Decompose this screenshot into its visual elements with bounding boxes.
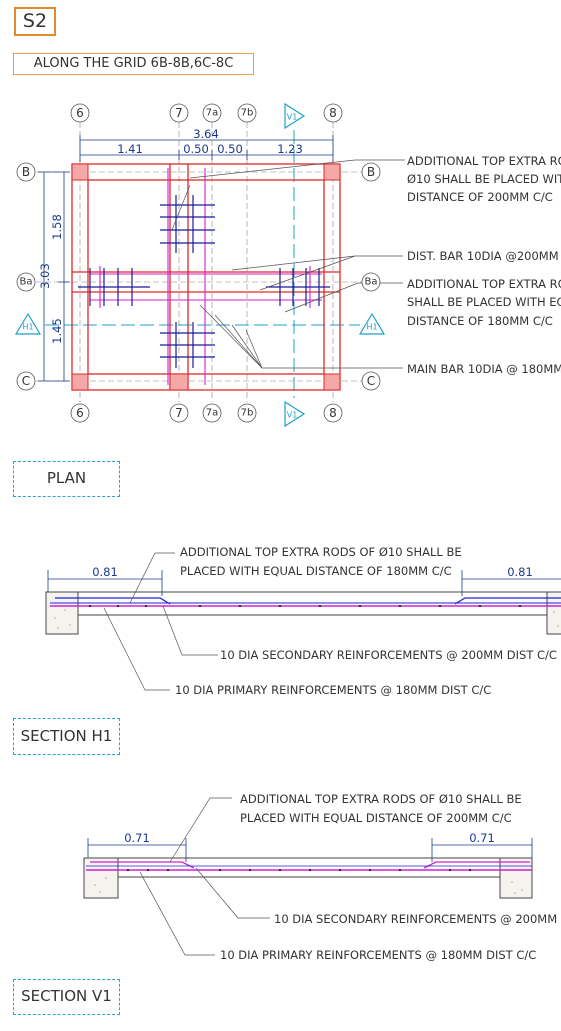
dim-height-segment-2: 1.45 — [50, 318, 64, 344]
v1-dim-right: 0.71 — [469, 831, 495, 845]
grid-bubble-right-Ba: Ba — [365, 277, 378, 288]
v1-note-top-2: PLACED WITH EQUAL DISTANCE OF 200MM C/C — [240, 811, 512, 825]
section-h1-title-tag: SECTION H1 — [13, 718, 120, 755]
plan-note-2: Ø10 SHALL BE PLACED WITH — [407, 172, 561, 186]
h1-note-primary: 10 DIA PRIMARY REINFORCEMENTS @ 180MM DI… — [175, 683, 491, 697]
grid-bubble-top-7a: 7a — [206, 108, 219, 119]
slab-mark-tag: S2 — [14, 7, 56, 36]
section-h1-label-left: H1 — [22, 323, 33, 332]
section-h1-marker-left-icon — [14, 312, 42, 335]
section-v1-marker-top-icon — [284, 102, 306, 130]
grid-bubble-right-B: B — [367, 165, 375, 179]
grid-bubble-top-7b: 7b — [241, 108, 254, 119]
h1-note-top-2: PLACED WITH EQUAL DISTANCE OF 180MM C/C — [180, 564, 452, 578]
v1-note-top-1: ADDITIONAL TOP EXTRA RODS OF Ø10 SHALL B… — [240, 792, 522, 806]
grid-bubble-top-8: 8 — [329, 106, 337, 120]
grid-bubble-left-Ba: Ba — [20, 277, 33, 288]
grid-bubble-right-C: C — [367, 374, 375, 388]
plan-drawing: 3.64 1.41 0.50 0.50 1.23 3.03 1.58 1.45 … — [14, 102, 561, 428]
plan-note-8: MAIN BAR 10DIA @ 180MM — [407, 362, 561, 376]
dim-height-segment-1: 1.58 — [50, 214, 64, 240]
dim-segment-4: 1.23 — [277, 142, 303, 156]
dim-segment-3: 0.50 — [217, 142, 243, 156]
v1-note-secondary: 10 DIA SECONDARY REINFORCEMENTS @ 200MM … — [274, 912, 561, 926]
dim-segment-2: 0.50 — [183, 142, 209, 156]
v1-note-primary: 10 DIA PRIMARY REINFORCEMENTS @ 180MM DI… — [220, 948, 536, 962]
grid-bubble-bottom-8: 8 — [329, 406, 337, 420]
dim-overall-width: 3.64 — [193, 127, 219, 141]
section-v1-marker-bottom-icon — [284, 400, 306, 428]
grid-bubble-bottom-7a: 7a — [206, 408, 219, 419]
grid-bubble-bottom-7b: 7b — [241, 408, 254, 419]
h1-dim-left: 0.81 — [92, 565, 118, 579]
plan-note-3: DISTANCE OF 200MM C/C — [407, 190, 553, 204]
h1-dim-right: 0.81 — [507, 565, 533, 579]
v1-dim-left: 0.71 — [124, 831, 150, 845]
section-h1-label-right: H1 — [366, 323, 377, 332]
plan-note-1: ADDITIONAL TOP EXTRA RODS — [407, 154, 561, 168]
section-v1-label-top: V1 — [287, 113, 298, 122]
grid-location-tag: ALONG THE GRID 6B-8B,6C-8C — [13, 53, 254, 75]
plan-note-6: SHALL BE PLACED WITH EQU — [407, 295, 561, 309]
section-v1-label-bottom: V1 — [287, 411, 298, 420]
section-v1-drawing: 0.71 0.71 — [83, 792, 561, 962]
dim-overall-height: 3.03 — [38, 263, 52, 289]
grid-bubble-bottom-6: 6 — [76, 406, 84, 420]
grid-bubble-top-6: 6 — [76, 106, 84, 120]
section-h1-marker-right-icon — [358, 312, 386, 335]
grid-bubble-top-7: 7 — [175, 106, 183, 120]
grid-bubble-left-B: B — [22, 165, 30, 179]
grid-bubble-left-C: C — [22, 374, 30, 388]
section-v1-title-tag: SECTION V1 — [13, 979, 120, 1015]
plan-title-tag: PLAN — [13, 461, 120, 497]
section-h1-drawing: 0.81 0.81 — [45, 545, 561, 697]
dim-segment-1: 1.41 — [117, 142, 143, 156]
plan-note-7: DISTANCE OF 180MM C/C — [407, 314, 553, 328]
plan-note-4: DIST. BAR 10DIA @200MM — [407, 249, 559, 263]
h1-note-top-1: ADDITIONAL TOP EXTRA RODS OF Ø10 SHALL B… — [180, 545, 462, 559]
grid-bubble-bottom-7: 7 — [175, 406, 183, 420]
plan-note-5: ADDITIONAL TOP EXTRA RODS — [407, 277, 561, 291]
h1-note-secondary: 10 DIA SECONDARY REINFORCEMENTS @ 200MM … — [220, 648, 557, 662]
